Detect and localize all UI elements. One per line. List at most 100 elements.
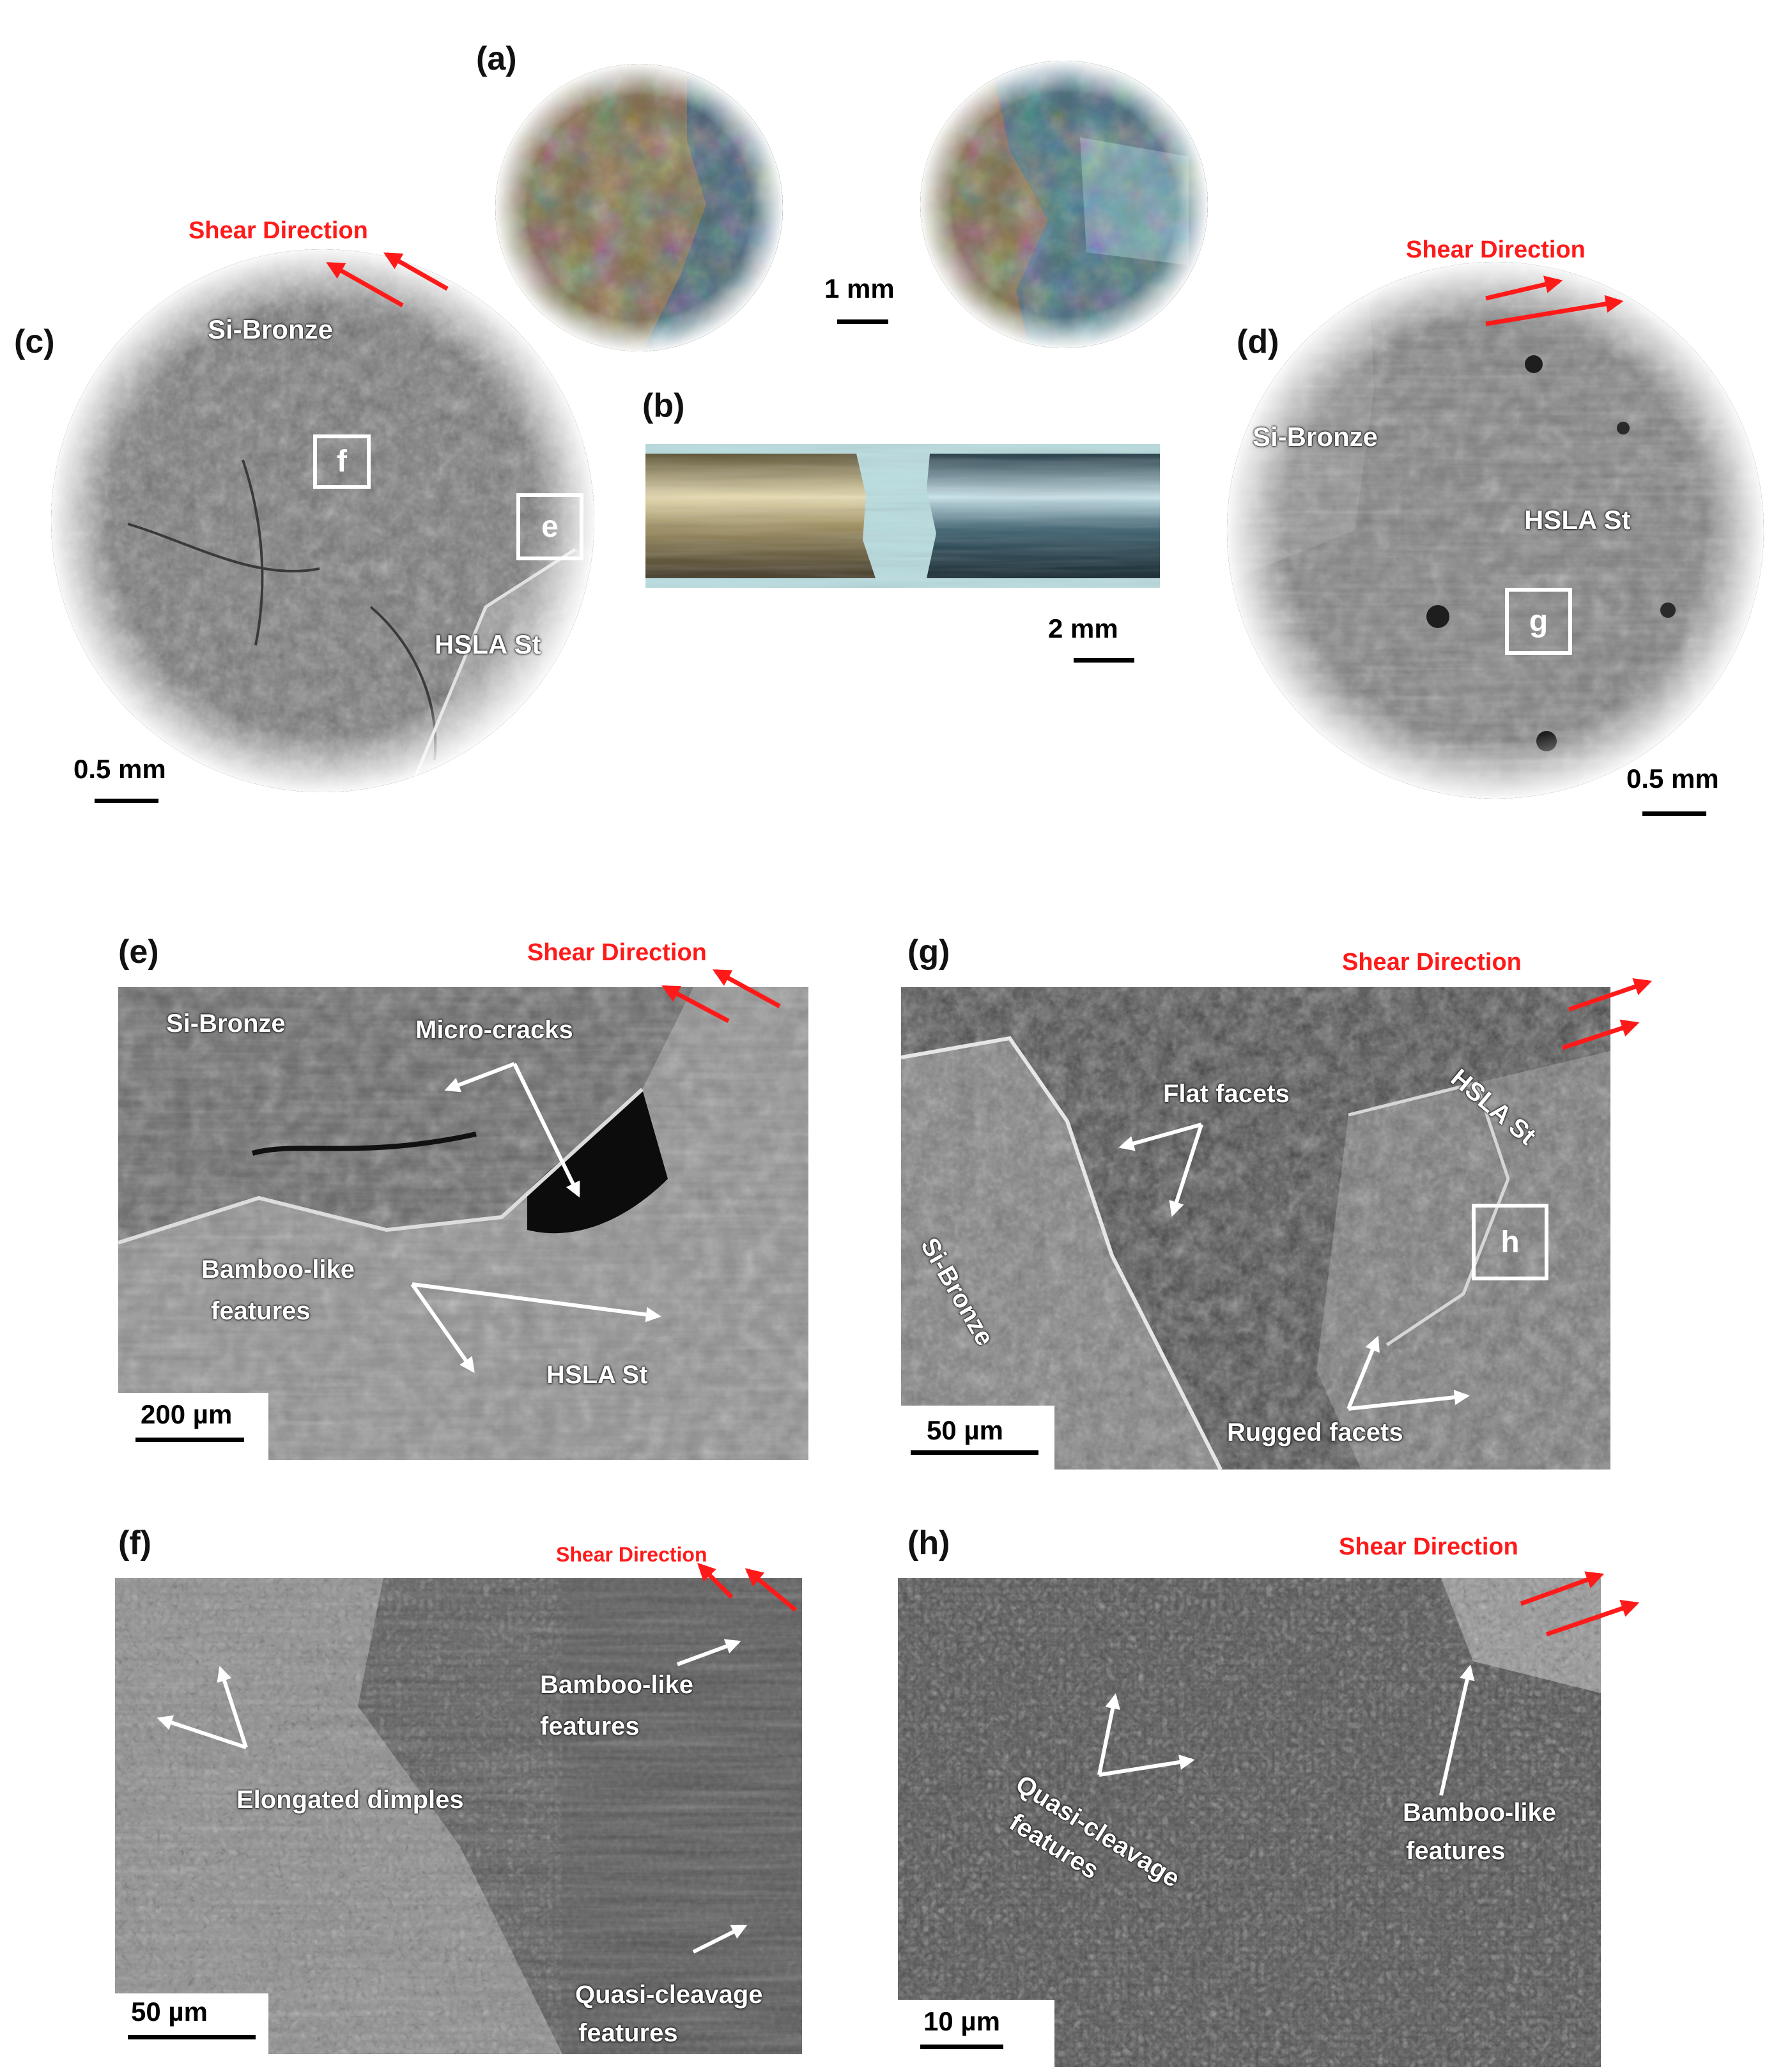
quasi-cleavage-label-f-line2: features bbox=[578, 2019, 678, 2047]
region-box-f-label: f bbox=[337, 445, 347, 479]
shear-arrow-f-1 bbox=[697, 1563, 734, 1599]
panel-label-a: (a) bbox=[476, 40, 517, 77]
pointer-micro-cracks-1 bbox=[444, 1062, 516, 1093]
panel-label-f: (f) bbox=[118, 1524, 151, 1562]
shear-arrow-f-2 bbox=[745, 1568, 798, 1612]
sem-image-c bbox=[51, 249, 594, 792]
shear-arrow-d-2 bbox=[1485, 295, 1624, 326]
region-box-e: e bbox=[516, 493, 583, 560]
sem-image-d bbox=[1227, 262, 1764, 799]
scale-label-d: 0.5 mm bbox=[1626, 764, 1719, 794]
sem-image-g-texture bbox=[901, 987, 1610, 1470]
micro-cracks-label: Micro-cracks bbox=[415, 1016, 573, 1044]
scale-label-e: 200 µm bbox=[141, 1399, 233, 1429]
pointer-bamboo-e-1 bbox=[410, 1283, 475, 1373]
sem-image-e-texture bbox=[118, 987, 808, 1460]
pointer-rugged-2 bbox=[1348, 1390, 1470, 1411]
scale-bar-c bbox=[95, 799, 158, 803]
region-box-e-label: e bbox=[541, 510, 559, 544]
flat-facets-label: Flat facets bbox=[1163, 1080, 1290, 1108]
sem-image-d-texture bbox=[1227, 262, 1764, 799]
fracture-photo-a-right bbox=[920, 61, 1208, 348]
scale-bar-a bbox=[837, 319, 888, 324]
fracture-photo-a-right-texture bbox=[920, 61, 1208, 348]
shear-arrow-e-2 bbox=[713, 969, 781, 1009]
shear-direction-label-h: Shear Direction bbox=[1339, 1533, 1518, 1560]
shear-arrow-h-1 bbox=[1520, 1571, 1605, 1606]
si-bronze-label-d: Si-Bronze bbox=[1253, 422, 1378, 452]
pointer-micro-cracks-2 bbox=[513, 1063, 580, 1198]
scale-bar-b bbox=[1074, 658, 1134, 663]
pointer-bamboo-h bbox=[1439, 1664, 1475, 1796]
fracture-photo-a-left-texture bbox=[495, 64, 783, 351]
pointer-flat-facets-2 bbox=[1169, 1124, 1203, 1217]
pointer-dimples-2 bbox=[157, 1715, 247, 1749]
quasi-cleavage-label-f-line1: Quasi-cleavage bbox=[575, 1981, 763, 2009]
sem-image-c-texture bbox=[51, 249, 594, 792]
hsla-label-d: HSLA St bbox=[1524, 505, 1631, 535]
shear-direction-label-d: Shear Direction bbox=[1406, 236, 1586, 263]
pointer-dimples-1 bbox=[217, 1666, 248, 1748]
sem-image-g bbox=[901, 987, 1610, 1470]
pointer-quasi-h-1 bbox=[1097, 1693, 1120, 1776]
shear-direction-label-c: Shear Direction bbox=[189, 217, 368, 244]
si-bronze-label-c: Si-Bronze bbox=[208, 314, 334, 344]
scale-box-e bbox=[118, 1393, 268, 1460]
panel-label-c: (c) bbox=[14, 323, 55, 360]
pointer-flat-facets-1 bbox=[1118, 1123, 1202, 1151]
pointer-quasi-h-2 bbox=[1099, 1754, 1195, 1777]
shear-arrow-g-2 bbox=[1561, 1019, 1640, 1050]
specimen-photo-b-drawing bbox=[645, 444, 1160, 588]
elongated-dimples-label: Elongated dimples bbox=[236, 1786, 464, 1814]
region-box-h: h bbox=[1472, 1204, 1548, 1280]
panel-label-g: (g) bbox=[907, 933, 950, 971]
scale-label-b: 2 mm bbox=[1048, 613, 1118, 643]
panel-label-b: (b) bbox=[642, 387, 685, 424]
bamboo-like-label-h-line1: Bamboo-like bbox=[1403, 1799, 1557, 1827]
panel-label-h: (h) bbox=[907, 1524, 950, 1562]
shear-arrow-e-1 bbox=[661, 985, 730, 1024]
scale-box-f bbox=[115, 1993, 268, 2054]
sem-image-h bbox=[898, 1578, 1601, 2067]
shear-arrow-h-2 bbox=[1545, 1600, 1640, 1637]
pointer-rugged-1 bbox=[1346, 1335, 1380, 1410]
pointer-bamboo-e-2 bbox=[412, 1282, 661, 1323]
shear-arrow-c-2 bbox=[383, 252, 449, 291]
shear-arrow-d-1 bbox=[1485, 275, 1563, 301]
shear-arrow-g-1 bbox=[1568, 978, 1653, 1012]
scale-label-g: 50 µm bbox=[927, 1415, 1003, 1445]
region-box-h-label: h bbox=[1501, 1225, 1520, 1259]
scale-box-h bbox=[898, 2000, 1054, 2067]
scale-label-c: 0.5 mm bbox=[73, 754, 166, 784]
panel-label-e: (e) bbox=[118, 933, 159, 971]
panel-label-d: (d) bbox=[1237, 323, 1279, 360]
scale-label-a: 1 mm bbox=[824, 273, 895, 303]
shear-direction-label-e: Shear Direction bbox=[527, 939, 707, 966]
specimen-photo-b bbox=[645, 444, 1160, 588]
bamboo-like-label-f-line1: Bamboo-like bbox=[540, 1671, 694, 1699]
region-box-f: f bbox=[313, 434, 371, 489]
region-box-g-label: g bbox=[1529, 604, 1548, 638]
pointer-bamboo-f bbox=[676, 1639, 741, 1666]
scale-bar-d bbox=[1642, 811, 1706, 816]
si-bronze-label-e: Si-Bronze bbox=[166, 1009, 286, 1038]
hsla-label-e: HSLA St bbox=[546, 1361, 648, 1389]
bamboo-like-label-h-line2: features bbox=[1406, 1837, 1506, 1865]
sem-image-f-texture bbox=[115, 1578, 802, 2054]
scale-bar-h bbox=[920, 2045, 1003, 2049]
pointer-quasi-f bbox=[692, 1924, 748, 1954]
bamboo-like-label-f-line2: features bbox=[540, 1712, 640, 1740]
scale-label-f: 50 µm bbox=[131, 1997, 208, 2027]
region-box-g: g bbox=[1505, 588, 1572, 655]
shear-arrow-c-1 bbox=[326, 261, 404, 308]
sem-image-h-texture bbox=[898, 1578, 1601, 2067]
scale-label-h: 10 µm bbox=[923, 2006, 1000, 2036]
scale-box-g bbox=[901, 1406, 1054, 1470]
sem-image-f bbox=[115, 1578, 802, 2054]
sem-image-e bbox=[118, 987, 808, 1460]
fracture-photo-a-left bbox=[495, 64, 783, 351]
bamboo-like-label-e-line1: Bamboo-like bbox=[201, 1255, 355, 1284]
scale-bar-f bbox=[128, 2035, 256, 2039]
scale-bar-g bbox=[911, 1450, 1038, 1455]
